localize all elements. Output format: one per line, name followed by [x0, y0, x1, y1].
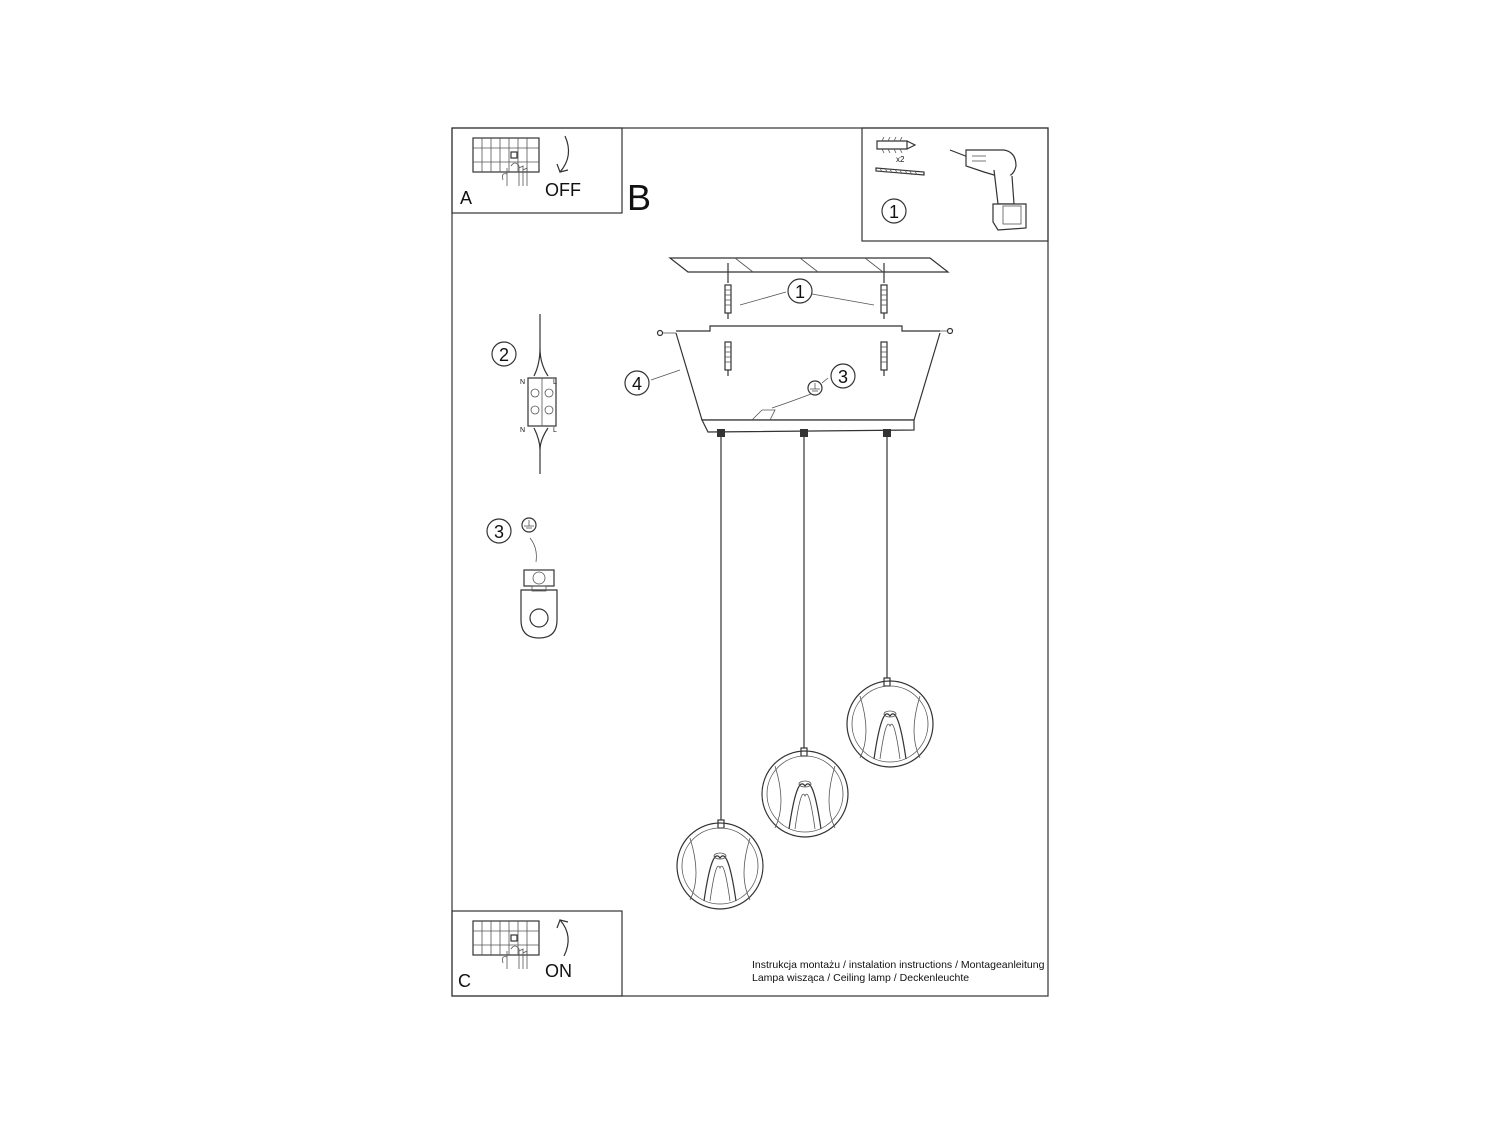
glass-globe-2 — [761, 750, 849, 838]
callout-3-main-number: 3 — [838, 367, 848, 387]
live-bottom-label: L — [553, 427, 557, 434]
off-label: OFF — [545, 180, 581, 200]
breaker-box-on-icon — [472, 920, 540, 970]
live-top-label: L — [553, 379, 557, 386]
callout-4-number: 4 — [632, 374, 642, 394]
canopy-outline — [675, 332, 941, 421]
tools-callout-number: 1 — [889, 202, 899, 222]
neutral-bottom-label: N — [520, 427, 525, 434]
glass-globe-3 — [846, 680, 934, 768]
neutral-top-label: N — [520, 379, 525, 386]
canopy-base — [701, 409, 915, 437]
wall-plug-right — [880, 284, 888, 320]
callout-3-main-circle — [830, 363, 856, 389]
earth-terminal-icon — [521, 517, 537, 533]
footer-title-line1: Instrukcja montażu / instalation instruc… — [752, 959, 1045, 971]
wall-plug-left — [724, 284, 732, 320]
drill-icon — [949, 149, 1027, 231]
wall-plug-icon — [876, 136, 917, 154]
pendant-cables — [717, 437, 891, 829]
callout-1-leader-right — [811, 293, 875, 306]
panel-c: C ON — [451, 910, 623, 997]
callout-4-leader — [650, 369, 681, 381]
earth-symbol-icon — [807, 380, 823, 396]
panel-a-label: A — [460, 188, 472, 208]
breaker-box-off-icon — [472, 137, 540, 187]
on-label: ON — [545, 961, 572, 981]
screw-icon — [875, 167, 925, 176]
callout-2-circle — [491, 341, 517, 367]
callout-4-circle — [624, 370, 650, 396]
bracket-screw-right — [880, 341, 888, 377]
callout-1-circle — [787, 278, 813, 304]
callout-2-number: 2 — [499, 345, 509, 365]
callout-1-leader-left — [739, 291, 787, 306]
earth-lug-icon — [520, 537, 558, 639]
callout-3-detail-number: 3 — [494, 522, 504, 542]
bracket-screw-left — [724, 341, 732, 377]
terminal-block-connector — [527, 314, 557, 474]
callout-3-main-leader — [821, 377, 829, 384]
mounting-bracket — [656, 325, 954, 337]
switch-up-arrow-icon — [556, 918, 569, 957]
earth-leader — [771, 393, 812, 409]
glass-globe-1 — [676, 822, 764, 910]
switch-down-arrow-icon — [556, 135, 570, 174]
tools-callout-circle — [881, 198, 907, 224]
sheet-frame — [451, 127, 1049, 997]
ceiling-plate — [668, 257, 950, 283]
panel-b-label: B — [627, 177, 651, 218]
callout-3-detail-circle — [486, 518, 512, 544]
panel-c-label: C — [458, 971, 471, 991]
tools-panel: x2 1 — [861, 127, 1049, 242]
callout-1-number: 1 — [795, 282, 805, 302]
panel-a: A OFF — [451, 127, 623, 214]
footer-title-line2: Lampa wisząca / Ceiling lamp / Deckenleu… — [752, 972, 969, 984]
quantity-label: x2 — [896, 155, 905, 164]
